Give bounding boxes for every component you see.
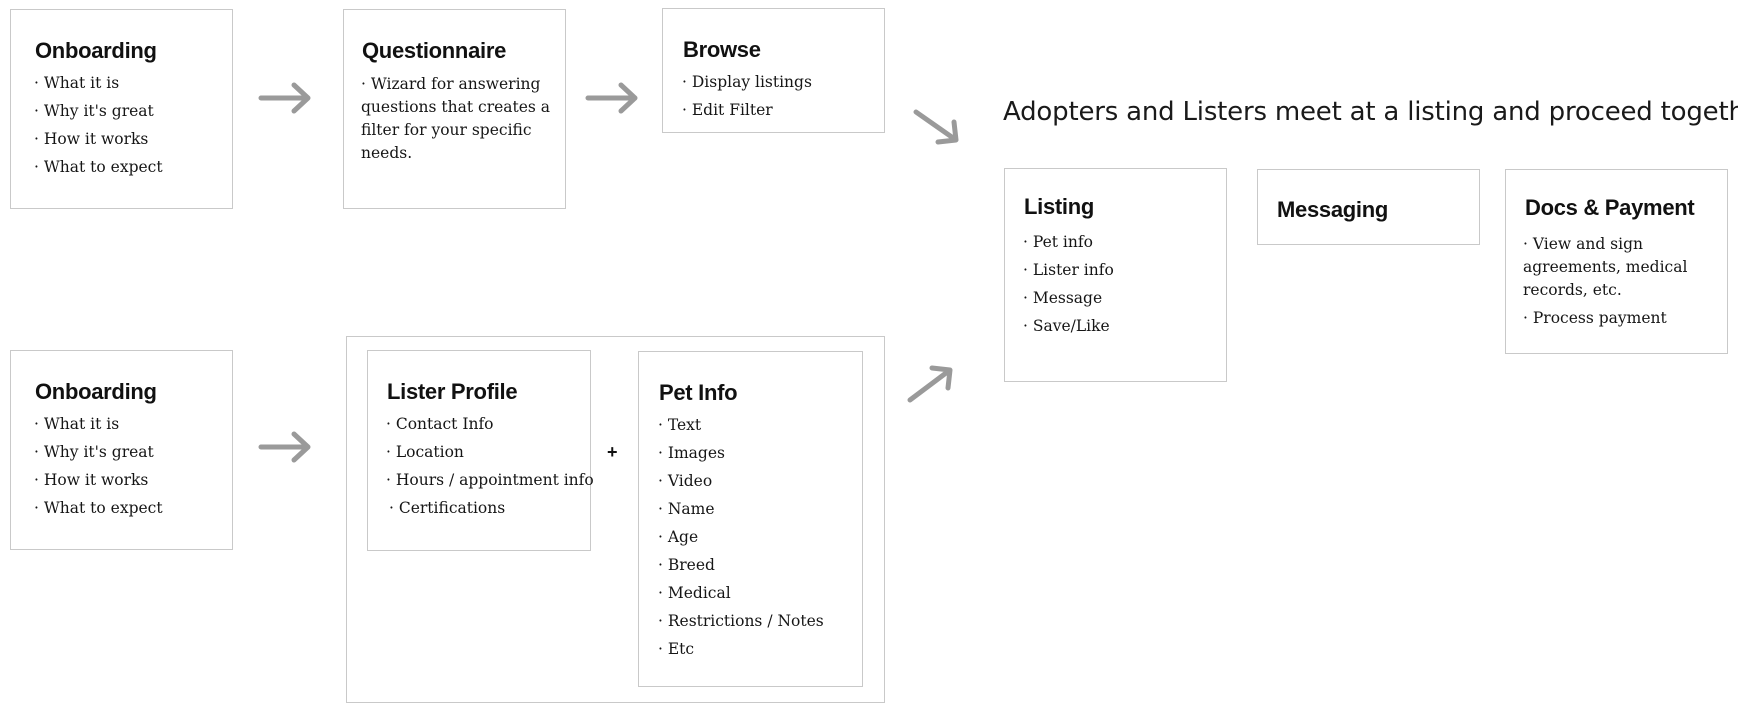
list-item: Contact Info <box>386 410 594 438</box>
pet-info-list: Text Images Video Name Age Breed Medical… <box>658 411 824 663</box>
list-item: Lister info <box>1023 256 1114 284</box>
lister-profile-box: Lister Profile Contact Info Location Hou… <box>367 350 594 551</box>
list-item: Hours / appointment info <box>386 466 594 494</box>
questionnaire-title: Questionnaire <box>362 38 507 63</box>
docs-payment-title: Docs & Payment <box>1525 195 1695 220</box>
list-item: Location <box>386 438 594 466</box>
list-item: What to expect <box>34 153 163 181</box>
lister-onboarding-title: Onboarding <box>35 379 157 404</box>
adopter-onboarding-list: What it is Why it's great How it works W… <box>34 69 163 181</box>
list-item: Etc <box>658 635 824 663</box>
list-item: Name <box>658 495 824 523</box>
list-item: Pet info <box>1023 228 1114 256</box>
messaging-title: Messaging <box>1277 197 1388 222</box>
list-item: How it works <box>34 466 163 494</box>
lister-onboarding-box: Onboarding What it is Why it's great How… <box>10 350 233 550</box>
list-item: What it is <box>34 69 163 97</box>
list-item: Restrictions / Notes <box>658 607 824 635</box>
arrow-down-right-icon <box>913 109 959 145</box>
docs-payment-text: Process payment <box>1523 307 1719 330</box>
browse-box: Browse Display listings Edit Filter <box>662 8 885 133</box>
arrow-right-icon <box>585 82 638 114</box>
list-item: Certifications <box>386 494 594 522</box>
listing-title: Listing <box>1024 194 1095 219</box>
lister-onboarding-list: What it is Why it's great How it works W… <box>34 410 163 522</box>
list-item: What it is <box>34 410 163 438</box>
list-item: What to expect <box>34 494 163 522</box>
list-item: Medical <box>658 579 824 607</box>
list-item: Edit Filter <box>682 96 812 124</box>
list-item: Why it's great <box>34 97 163 125</box>
arrow-up-right-icon <box>907 365 953 403</box>
adopter-onboarding-title: Onboarding <box>35 38 157 63</box>
list-item: Age <box>658 523 824 551</box>
listing-list: Pet info Lister info Message Save/Like <box>1023 228 1114 340</box>
arrow-right-icon <box>258 431 311 463</box>
lister-profile-list: Contact Info Location Hours / appointmen… <box>386 410 594 522</box>
pet-info-box: Pet Info Text Images Video Name Age Bree… <box>638 351 863 687</box>
list-item: How it works <box>34 125 163 153</box>
pet-info-title: Pet Info <box>659 380 738 405</box>
messaging-box: Messaging <box>1257 169 1480 245</box>
plus-icon: + <box>607 442 618 462</box>
arrow-right-icon <box>258 82 311 114</box>
listing-box: Listing Pet info Lister info Message Sav… <box>1004 168 1227 382</box>
docs-agreements-text: View and sign agreements, medical record… <box>1523 233 1719 302</box>
questionnaire-description: Wizard for answering questions that crea… <box>361 73 553 165</box>
docs-payment-box: Docs & Payment View and sign agreements,… <box>1505 169 1728 354</box>
list-item: Breed <box>658 551 824 579</box>
questionnaire-box: Questionnaire Wizard for answering quest… <box>343 9 566 209</box>
list-item: Display listings <box>682 68 812 96</box>
lister-profile-title: Lister Profile <box>387 379 518 404</box>
list-item: Video <box>658 467 824 495</box>
adopter-onboarding-box: Onboarding What it is Why it's great How… <box>10 9 233 209</box>
browse-title: Browse <box>683 37 761 62</box>
meeting-headline: Adopters and Listers meet at a listing a… <box>1003 97 1738 127</box>
list-item: Images <box>658 439 824 467</box>
list-item: Text <box>658 411 824 439</box>
browse-list: Display listings Edit Filter <box>682 68 812 124</box>
list-item: Save/Like <box>1023 312 1114 340</box>
list-item: Message <box>1023 284 1114 312</box>
list-item: Why it's great <box>34 438 163 466</box>
